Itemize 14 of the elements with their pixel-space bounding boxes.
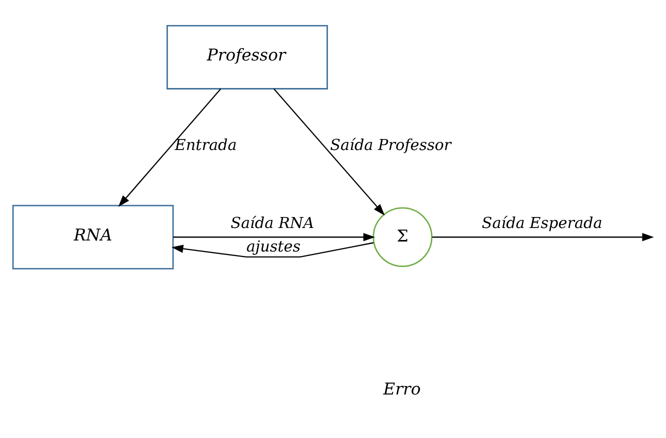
node-box: RNA	[12, 204, 174, 270]
node-box: Professor	[166, 24, 328, 90]
arrow	[118, 88, 222, 207]
edge-label: Entrada	[174, 136, 237, 154]
edge-label: ajustes	[246, 238, 301, 256]
arrow	[432, 233, 654, 242]
node-circle: Σ	[372, 207, 432, 267]
edge-label: Saída RNA	[230, 214, 314, 232]
arrow	[172, 242, 374, 258]
label: Erro	[383, 379, 421, 398]
arrow	[273, 88, 385, 216]
edge-label: Saída Professor	[330, 136, 452, 154]
edge-label: Saída Esperada	[482, 214, 602, 232]
arrow	[173, 233, 376, 242]
